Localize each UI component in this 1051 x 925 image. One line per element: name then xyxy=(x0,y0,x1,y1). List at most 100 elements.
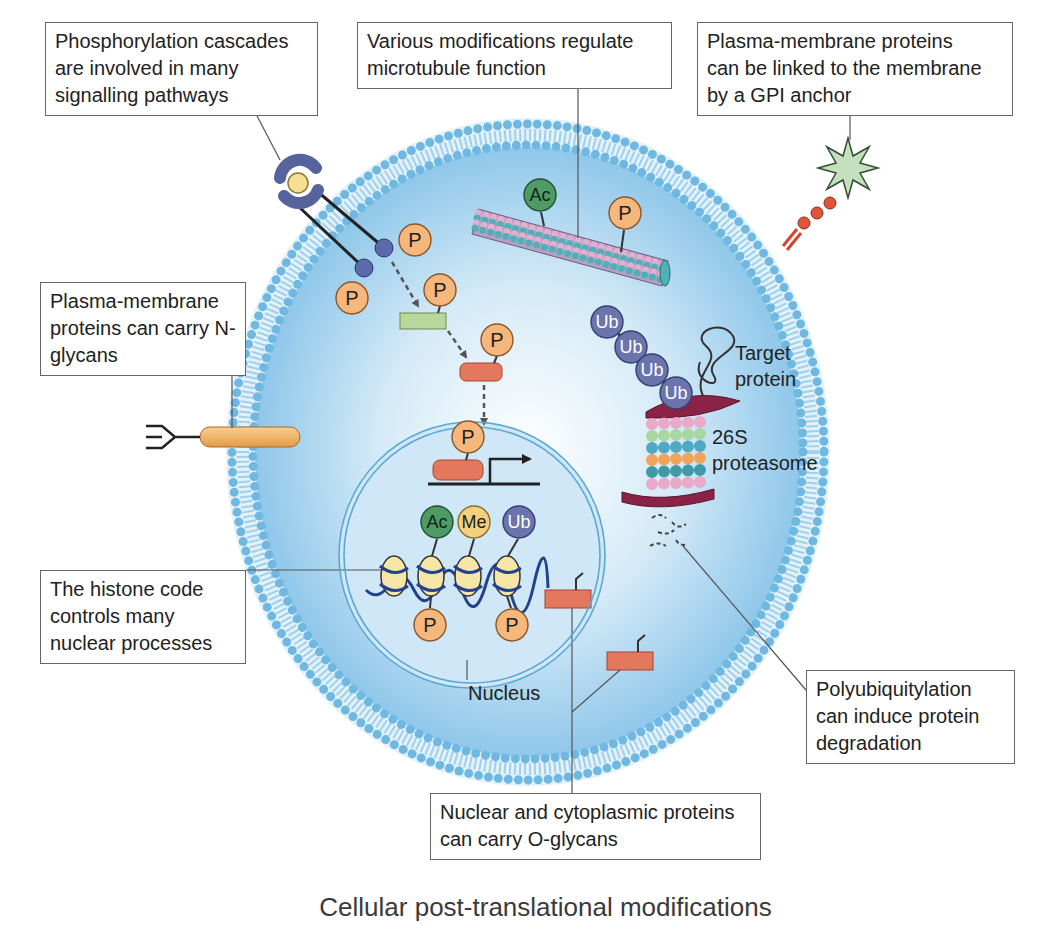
callout-text: Various modifications regulate microtubu… xyxy=(367,28,662,82)
leader-line xyxy=(572,670,620,712)
modification-stick xyxy=(621,230,624,252)
modification-label: P xyxy=(398,223,432,257)
receptor-stalk xyxy=(298,206,362,266)
modification-label: P xyxy=(413,608,447,642)
diagram-label: Target protein xyxy=(735,340,835,392)
modification-disc xyxy=(609,197,641,229)
kinase-box xyxy=(400,313,446,329)
gpi-lipid xyxy=(787,233,801,250)
modification-disc xyxy=(503,506,535,538)
modification-circle: Me xyxy=(457,505,491,539)
modification-disc xyxy=(660,377,692,409)
modification-disc xyxy=(524,179,556,211)
transcription-arrow xyxy=(490,459,530,484)
dna-wrap xyxy=(380,566,521,591)
modification-stick xyxy=(507,596,511,608)
callout-text: Nuclear and cytoplasmic proteins can car… xyxy=(440,799,751,853)
phospho-stick xyxy=(438,306,440,313)
modification-stick xyxy=(469,539,474,556)
gpi-sugar xyxy=(824,197,836,209)
callout-box: Plasma-membrane proteins can carry N-gly… xyxy=(40,282,246,376)
modification-disc xyxy=(636,354,668,386)
leader-line xyxy=(683,546,806,690)
modification-circle: P xyxy=(608,196,642,230)
proteasome-ring xyxy=(652,482,702,484)
leader-line xyxy=(246,569,385,570)
callout-box: Phosphorylation cascades are involved in… xyxy=(45,22,318,116)
modification-disc xyxy=(424,274,456,306)
modification-label: Ub xyxy=(659,376,693,410)
callout-text: Polyubiquitylation can induce protein de… xyxy=(816,676,1005,757)
modification-circle: Ub xyxy=(590,305,624,339)
modification-label: Me xyxy=(457,505,491,539)
gpi-lipid xyxy=(783,229,797,246)
nuclear-envelope xyxy=(338,421,606,689)
diagram-label: 26S proteasome xyxy=(712,424,842,476)
tubulin-row xyxy=(475,228,663,280)
transcription-factor xyxy=(433,460,483,480)
modification-circle: Ub xyxy=(659,376,693,410)
nucleoplasm xyxy=(339,422,605,688)
modification-stick xyxy=(432,539,437,556)
modification-label: P xyxy=(480,323,514,357)
modification-stick xyxy=(430,596,431,608)
gpi-sugar xyxy=(811,207,823,219)
modification-circle: P xyxy=(413,608,447,642)
callout-box: The histone code controls many nuclear p… xyxy=(40,570,246,664)
cascade-arrow xyxy=(483,385,486,424)
peptide-fragments xyxy=(650,515,688,546)
modification-disc xyxy=(399,224,431,256)
modification-label: P xyxy=(608,196,642,230)
leader-line xyxy=(231,376,232,428)
modification-disc xyxy=(496,609,528,641)
o-glycan xyxy=(638,635,645,652)
o-glycan-protein xyxy=(607,652,653,670)
tubulin-row xyxy=(476,223,664,275)
callout-box: Polyubiquitylation can induce protein de… xyxy=(806,670,1015,764)
transcription-factor xyxy=(460,363,502,381)
modification-label: Ac xyxy=(523,178,557,212)
o-glycan xyxy=(576,573,583,590)
tubulin-row xyxy=(477,218,665,270)
modification-disc xyxy=(452,421,484,453)
callout-text: The histone code controls many nuclear p… xyxy=(50,576,236,657)
n-glycan xyxy=(146,426,200,448)
leader-line xyxy=(255,112,280,160)
nucleus-label: Nucleus xyxy=(468,680,540,706)
gpi-protein xyxy=(818,138,878,198)
target-protein xyxy=(699,327,735,398)
callout-box: Plasma-membrane proteins can be linked t… xyxy=(697,22,1013,116)
modification-label: Ub xyxy=(502,505,536,539)
kinase-domain xyxy=(375,239,393,257)
modification-label: P xyxy=(495,608,529,642)
ligand xyxy=(288,173,308,193)
modification-label: Ub xyxy=(590,305,624,339)
microtubule-end xyxy=(660,260,670,286)
modification-label: Ac xyxy=(420,505,454,539)
cascade-arrow xyxy=(392,262,418,306)
modification-disc xyxy=(421,506,453,538)
modification-label: P xyxy=(451,420,485,454)
modification-circle: Ub xyxy=(502,505,536,539)
proteasome-ring xyxy=(652,470,702,472)
modification-disc xyxy=(591,306,623,338)
modification-stick xyxy=(541,212,544,226)
modification-disc xyxy=(414,609,446,641)
leader-line xyxy=(849,112,850,140)
receptor-stalk xyxy=(318,192,382,246)
modification-circle: P xyxy=(451,420,485,454)
kinase-domain xyxy=(355,259,373,277)
modification-stick xyxy=(508,539,518,556)
modification-label: P xyxy=(423,273,457,307)
o-glycan-protein xyxy=(545,590,591,608)
nuclear-membrane-outer xyxy=(339,422,605,688)
modification-circle: P xyxy=(335,281,369,315)
modification-circle: P xyxy=(495,608,529,642)
modification-disc xyxy=(458,506,490,538)
membrane-protein xyxy=(200,427,300,447)
proteasome-ring xyxy=(652,446,702,448)
callout-box: Various modifications regulate microtubu… xyxy=(357,22,672,89)
nuclear-membrane-inner xyxy=(344,427,600,683)
